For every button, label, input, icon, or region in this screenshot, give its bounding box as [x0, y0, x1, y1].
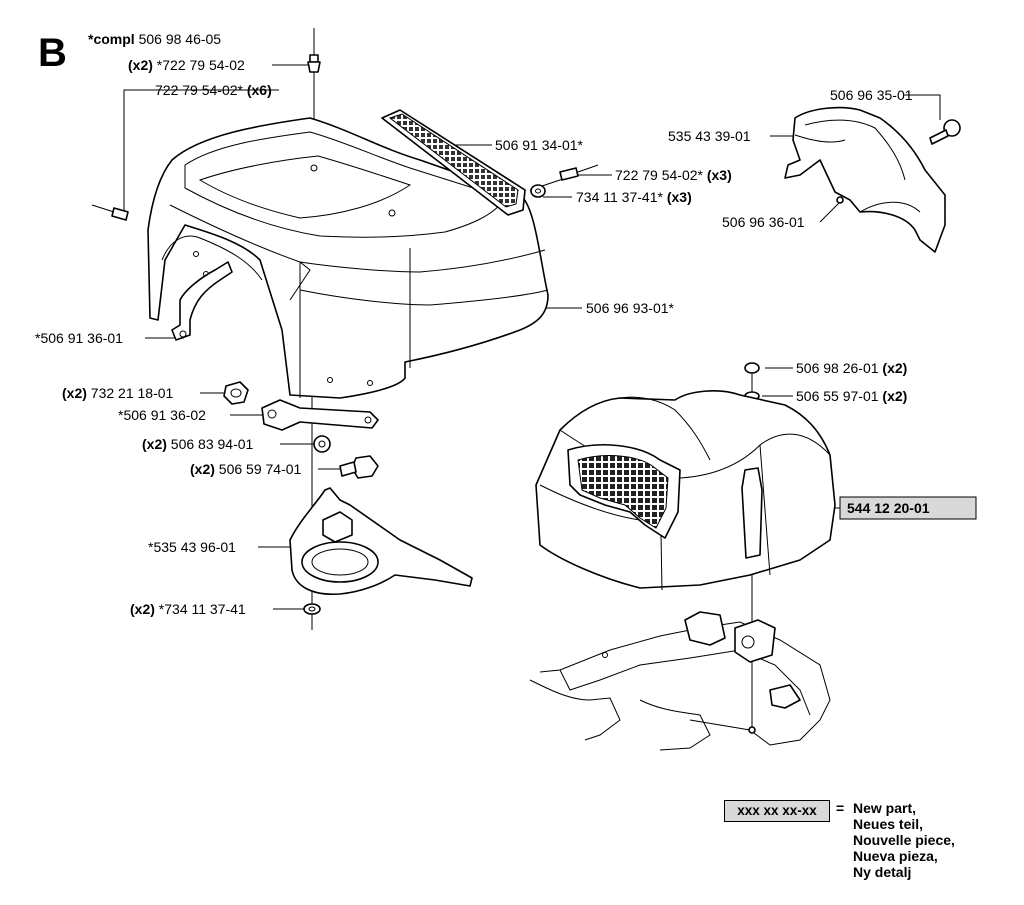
legend-line-fr: Nouvelle piece,: [853, 832, 955, 848]
legend-line-es: Nueva pieza,: [853, 848, 938, 864]
callout-506-96-36-01: 506 96 36-01: [722, 214, 805, 230]
compl-prefix: *compl: [88, 31, 135, 47]
callout-506-55-97-01: 506 55 97-01 (x2): [796, 388, 907, 404]
callout-qty: (x2): [190, 461, 215, 477]
callout-722-79-54-02-x6: 722 79 54-02* (x6): [155, 82, 272, 98]
callout-qty: (x2): [130, 601, 155, 617]
callout-number: 506 59 74-01: [219, 461, 302, 477]
hood-cover-part: [147, 117, 549, 399]
legend-sample-box: xxx xx xx-xx: [724, 800, 830, 822]
callout-number: 732 21 18-01: [91, 385, 174, 401]
legend-line-en: New part,: [853, 800, 917, 816]
rivet-right-part: [559, 164, 599, 181]
screw-right-hood-part: [744, 362, 760, 382]
callout-number: 734 11 37-41*: [576, 189, 663, 205]
bracket-left-part: [171, 261, 233, 341]
callout-qty: (x2): [128, 57, 153, 73]
compl-label: *compl 506 98 46-05: [88, 31, 221, 47]
nut-part: [223, 381, 249, 405]
washer-right-part: [530, 184, 546, 198]
callout-number: 722 79 54-02*: [155, 82, 244, 98]
legend-line-de: Neues teil,: [853, 816, 924, 832]
callout-506-91-36-01: *506 91 36-01: [35, 330, 123, 346]
callout-734-11-37-41-x2: (x2) *734 11 37-41: [130, 601, 246, 617]
legend-line-sv: Ny detalj: [853, 864, 912, 880]
compl-number: 506 98 46-05: [139, 31, 222, 47]
deflector-top-part: [784, 106, 946, 253]
rivet-left-part: [91, 204, 129, 221]
callout-535-43-96-01: *535 43 96-01: [148, 539, 236, 555]
callout-544-12-20-01: 544 12 20-01: [847, 500, 930, 516]
callout-qty: (x2): [142, 436, 167, 452]
callout-722-79-54-02-x3: 722 79 54-02* (x3): [615, 167, 732, 183]
pin-top-part: [307, 28, 321, 73]
new-part-highlight: [839, 496, 977, 520]
frame-part: [529, 611, 831, 751]
callout-qty: (x2): [882, 360, 907, 376]
callout-506-96-93-01: 506 96 93-01*: [586, 300, 675, 316]
callout-number: 506 98 26-01: [796, 360, 879, 376]
washer-lower-part: [313, 435, 331, 453]
callout-722-79-54-02-x2: (x2) *722 79 54-02: [128, 57, 245, 73]
callout-qty: (x6): [247, 82, 272, 98]
callout-number: *722 79 54-02: [157, 57, 245, 73]
callout-qty: (x2): [882, 388, 907, 404]
callout-qty: (x2): [62, 385, 87, 401]
callout-734-11-37-41-x3: 734 11 37-41* (x3): [576, 189, 692, 205]
hood-assembly-part: [535, 390, 836, 591]
callout-535-43-39-01: 535 43 39-01: [668, 128, 751, 144]
washer-bottom-part: [303, 603, 321, 615]
callout-506-96-35-01: 506 96 35-01: [830, 87, 913, 103]
bracket-lower-part: [261, 399, 379, 431]
callout-number: 722 79 54-02*: [615, 167, 704, 183]
callout-number: 506 83 94-01: [171, 436, 254, 452]
callout-506-98-26-01: 506 98 26-01 (x2): [796, 360, 907, 376]
bolt-lower-part: [339, 455, 379, 479]
support-bracket-part: [289, 487, 473, 595]
callout-732-21-18-01: (x2) 732 21 18-01: [62, 385, 174, 401]
callout-506-91-34-01: 506 91 34-01*: [495, 137, 584, 153]
callout-labels: (x2) *722 79 54-02 722 79 54-02* (x6) 50…: [35, 57, 977, 617]
callout-number: *734 11 37-41: [159, 601, 246, 617]
section-letter: B: [38, 31, 67, 75]
grille-part: [381, 109, 526, 216]
legend-equals: =: [836, 800, 845, 816]
bolt-top-right-part: [929, 119, 961, 145]
callout-qty: (x3): [667, 189, 692, 205]
callout-506-91-36-02: *506 91 36-02: [118, 407, 206, 423]
callout-qty: (x3): [707, 167, 732, 183]
callout-number: 506 55 97-01: [796, 388, 879, 404]
callout-506-59-74-01: (x2) 506 59 74-01: [190, 461, 302, 477]
legend-text: New part, Neues teil, Nouvelle piece, Nu…: [853, 800, 955, 880]
clip-small-part: [836, 196, 844, 204]
callout-506-83-94-01: (x2) 506 83 94-01: [142, 436, 254, 452]
